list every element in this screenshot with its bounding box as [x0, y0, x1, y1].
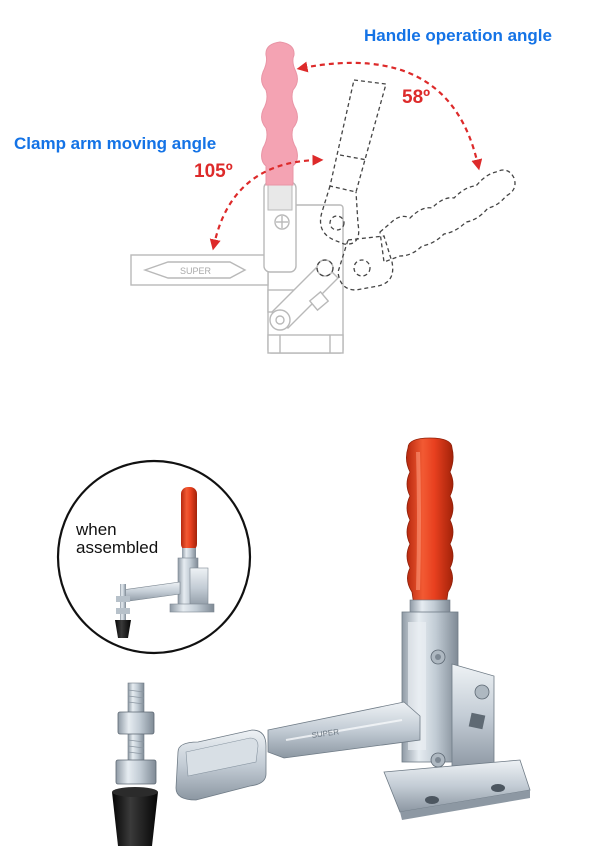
- clamp-bar-outline: SUPER: [130, 254, 269, 286]
- assembled-callout: when assembled: [56, 459, 252, 655]
- clamp-base-plate: [383, 759, 531, 820]
- bar-brand-text: SUPER: [180, 266, 212, 276]
- clamp-linkage-outline: [269, 259, 339, 331]
- handle-upright-grip: [261, 41, 298, 211]
- handle-grip: [406, 437, 454, 607]
- handle-operation-label: Handle operation angle: [364, 26, 552, 45]
- callout-line-assembled: assembled: [76, 538, 158, 557]
- toggle-clamp-photo: SUPER: [112, 437, 531, 846]
- clamp-arm: SUPER: [267, 701, 421, 759]
- clamp-angle-arc: [209, 154, 324, 251]
- clamp-side-block: [451, 663, 495, 771]
- svg-text:SUPER: SUPER: [311, 727, 340, 740]
- handle-lowered-outline: [316, 169, 516, 291]
- clamp-angle-value: 105º: [194, 161, 233, 182]
- handle-angle-value: 58º: [402, 87, 430, 108]
- clamp-arm-label: Clamp arm moving angle: [14, 134, 216, 153]
- mini-clamp-image: [115, 487, 215, 638]
- angle-diagram: SUPER: [14, 26, 552, 354]
- callout-line-when: when: [75, 520, 117, 539]
- handle-angle-arc: [296, 61, 483, 171]
- spindle-assembly: [112, 682, 158, 846]
- clamp-upright-body: [401, 599, 459, 768]
- bar-bracket: [175, 729, 267, 801]
